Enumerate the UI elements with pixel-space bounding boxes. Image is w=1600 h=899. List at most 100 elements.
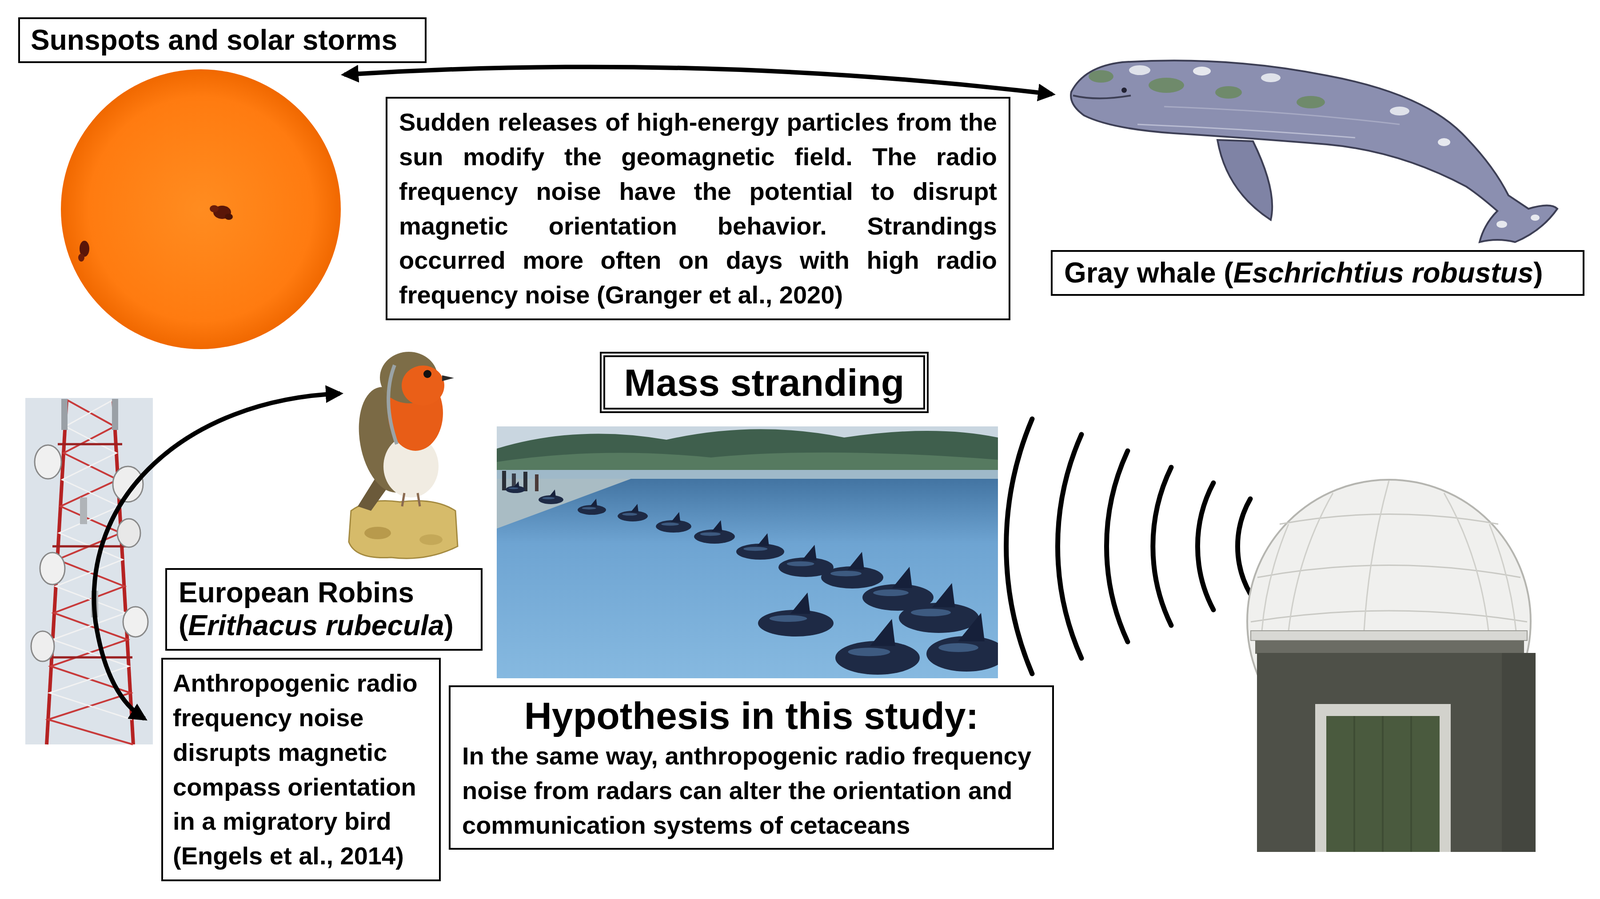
whale-fin — [801, 544, 817, 561]
whale-illustration-part — [1260, 73, 1281, 83]
radar-illustration-part — [1256, 653, 1536, 853]
radio-waves-part — [1106, 450, 1128, 643]
stranded-whale — [538, 489, 564, 505]
whale-highlight — [743, 546, 768, 551]
whale-illustration-part — [1164, 106, 1400, 125]
robin-illustration — [348, 351, 458, 559]
whale-illustration-part — [1088, 70, 1114, 83]
whale-highlight — [700, 532, 721, 536]
radio-waves-part — [1153, 467, 1172, 626]
whale-illustration-part — [1217, 139, 1273, 220]
robin-illustration-part — [442, 375, 455, 382]
whale-illustration-part — [1121, 87, 1127, 93]
radio-waves-part — [1197, 482, 1214, 611]
radar-illustration-part — [1501, 653, 1536, 853]
whale-illustration-part — [1070, 60, 1558, 243]
stranding-photo-part — [496, 470, 998, 679]
cell-tower-illustration-part — [79, 497, 88, 525]
whale-highlight — [848, 647, 891, 657]
whale-highlight — [582, 506, 597, 510]
whale-illustration — [1070, 60, 1558, 243]
hypothesis-heading: Hypothesis in this study: — [462, 693, 1041, 739]
whale-fin — [711, 520, 723, 532]
whale-illustration-part — [1389, 106, 1410, 116]
stranded-whale — [821, 552, 884, 590]
caption-box: Gray whale (Eschrichtius robustus) — [1050, 250, 1585, 296]
radio-waves-part — [1006, 418, 1033, 675]
whale-illustration-part — [1496, 220, 1508, 228]
stranding-photo-part — [496, 470, 998, 479]
whale-illustration-part — [1073, 95, 1131, 99]
whale-fin — [790, 592, 811, 615]
whale-fin — [932, 583, 955, 608]
robin-illustration-part — [401, 365, 445, 406]
box-text: Sudden releases of high-energy particles… — [399, 104, 998, 313]
radio-waves-part — [1057, 434, 1082, 659]
species-name: Eschrichtius robustus — [1233, 256, 1534, 289]
cell-tower-illustration — [25, 398, 153, 745]
radar-illustration — [1247, 479, 1536, 853]
cell-tower-illustration-part — [123, 606, 148, 638]
box-text: Gray whale (Eschrichtius robustus) — [1064, 255, 1572, 291]
stranded-whale — [758, 592, 834, 637]
robin-illustration-part — [364, 526, 392, 540]
stranded-whale — [926, 613, 998, 672]
whale-fin — [957, 613, 985, 642]
whale-fin — [514, 481, 520, 488]
stranded-whale — [655, 512, 692, 533]
hypothesis-body: In the same way, anthropogenic radio fre… — [462, 738, 1041, 843]
whale-fin — [630, 503, 639, 513]
robin-illustration-part — [348, 501, 458, 559]
sun-illustration-part — [224, 213, 233, 220]
stranded-whale — [898, 583, 979, 634]
radar-illustration-part — [1250, 630, 1528, 641]
robin-illustration-part — [423, 370, 432, 379]
whale-fin — [757, 533, 770, 547]
box-text: European Robins (Erithacus rubecula) — [178, 576, 470, 643]
box-text: Anthropogenic radio frequency noise disr… — [172, 666, 430, 874]
whale-highlight — [830, 570, 862, 577]
whale-highlight — [769, 615, 808, 623]
sun-illustration-part — [60, 69, 341, 350]
stranded-whale — [694, 520, 735, 544]
note-box: Sudden releases of high-energy particles… — [385, 96, 1011, 321]
whale-illustration-part — [1296, 95, 1325, 109]
whale-fin — [590, 498, 598, 507]
whale-illustration-part — [1437, 138, 1451, 147]
double-arrow — [344, 67, 1053, 95]
whale-highlight — [910, 609, 951, 617]
sun-illustration-part — [78, 253, 85, 262]
heading-box: Mass stranding — [599, 351, 929, 414]
note-box: Anthropogenic radio frequency noise disr… — [161, 658, 441, 882]
whale-illustration-part — [1137, 124, 1356, 138]
robin-illustration-part — [402, 493, 420, 507]
robin-illustration-part — [419, 534, 443, 546]
sun-illustration-part — [209, 205, 219, 213]
whale-fin — [670, 512, 681, 523]
whale-highlight — [661, 522, 679, 527]
cell-tower-illustration-part — [117, 518, 141, 548]
title-box: Sunspots and solar storms — [18, 17, 427, 64]
whale-illustration-part — [1148, 77, 1185, 93]
radar-illustration-part — [1261, 480, 1517, 631]
hypothesis-box: Hypothesis in this study:In the same way… — [448, 685, 1054, 850]
whale-illustration-part — [1530, 214, 1540, 221]
radar-illustration-part — [1326, 716, 1440, 853]
whale-illustration-part — [1129, 65, 1151, 76]
whale-highlight — [786, 561, 815, 567]
stranding-photo-part — [496, 426, 998, 679]
whale-highlight — [542, 497, 555, 500]
radar-illustration-part — [1255, 640, 1525, 655]
stranding-photo-part — [534, 474, 539, 492]
radio-waves — [1006, 418, 1251, 675]
stranding-photo-part — [502, 470, 507, 491]
stranded-whale — [617, 503, 648, 522]
stranded-whale — [505, 481, 526, 494]
cell-tower-illustration-part — [31, 631, 55, 662]
whale-highlight — [873, 589, 909, 597]
whale-highlight — [938, 643, 979, 653]
radio-waves-part — [1237, 498, 1251, 595]
stranding-photo-part — [496, 478, 631, 529]
stranded-whale — [835, 619, 920, 675]
